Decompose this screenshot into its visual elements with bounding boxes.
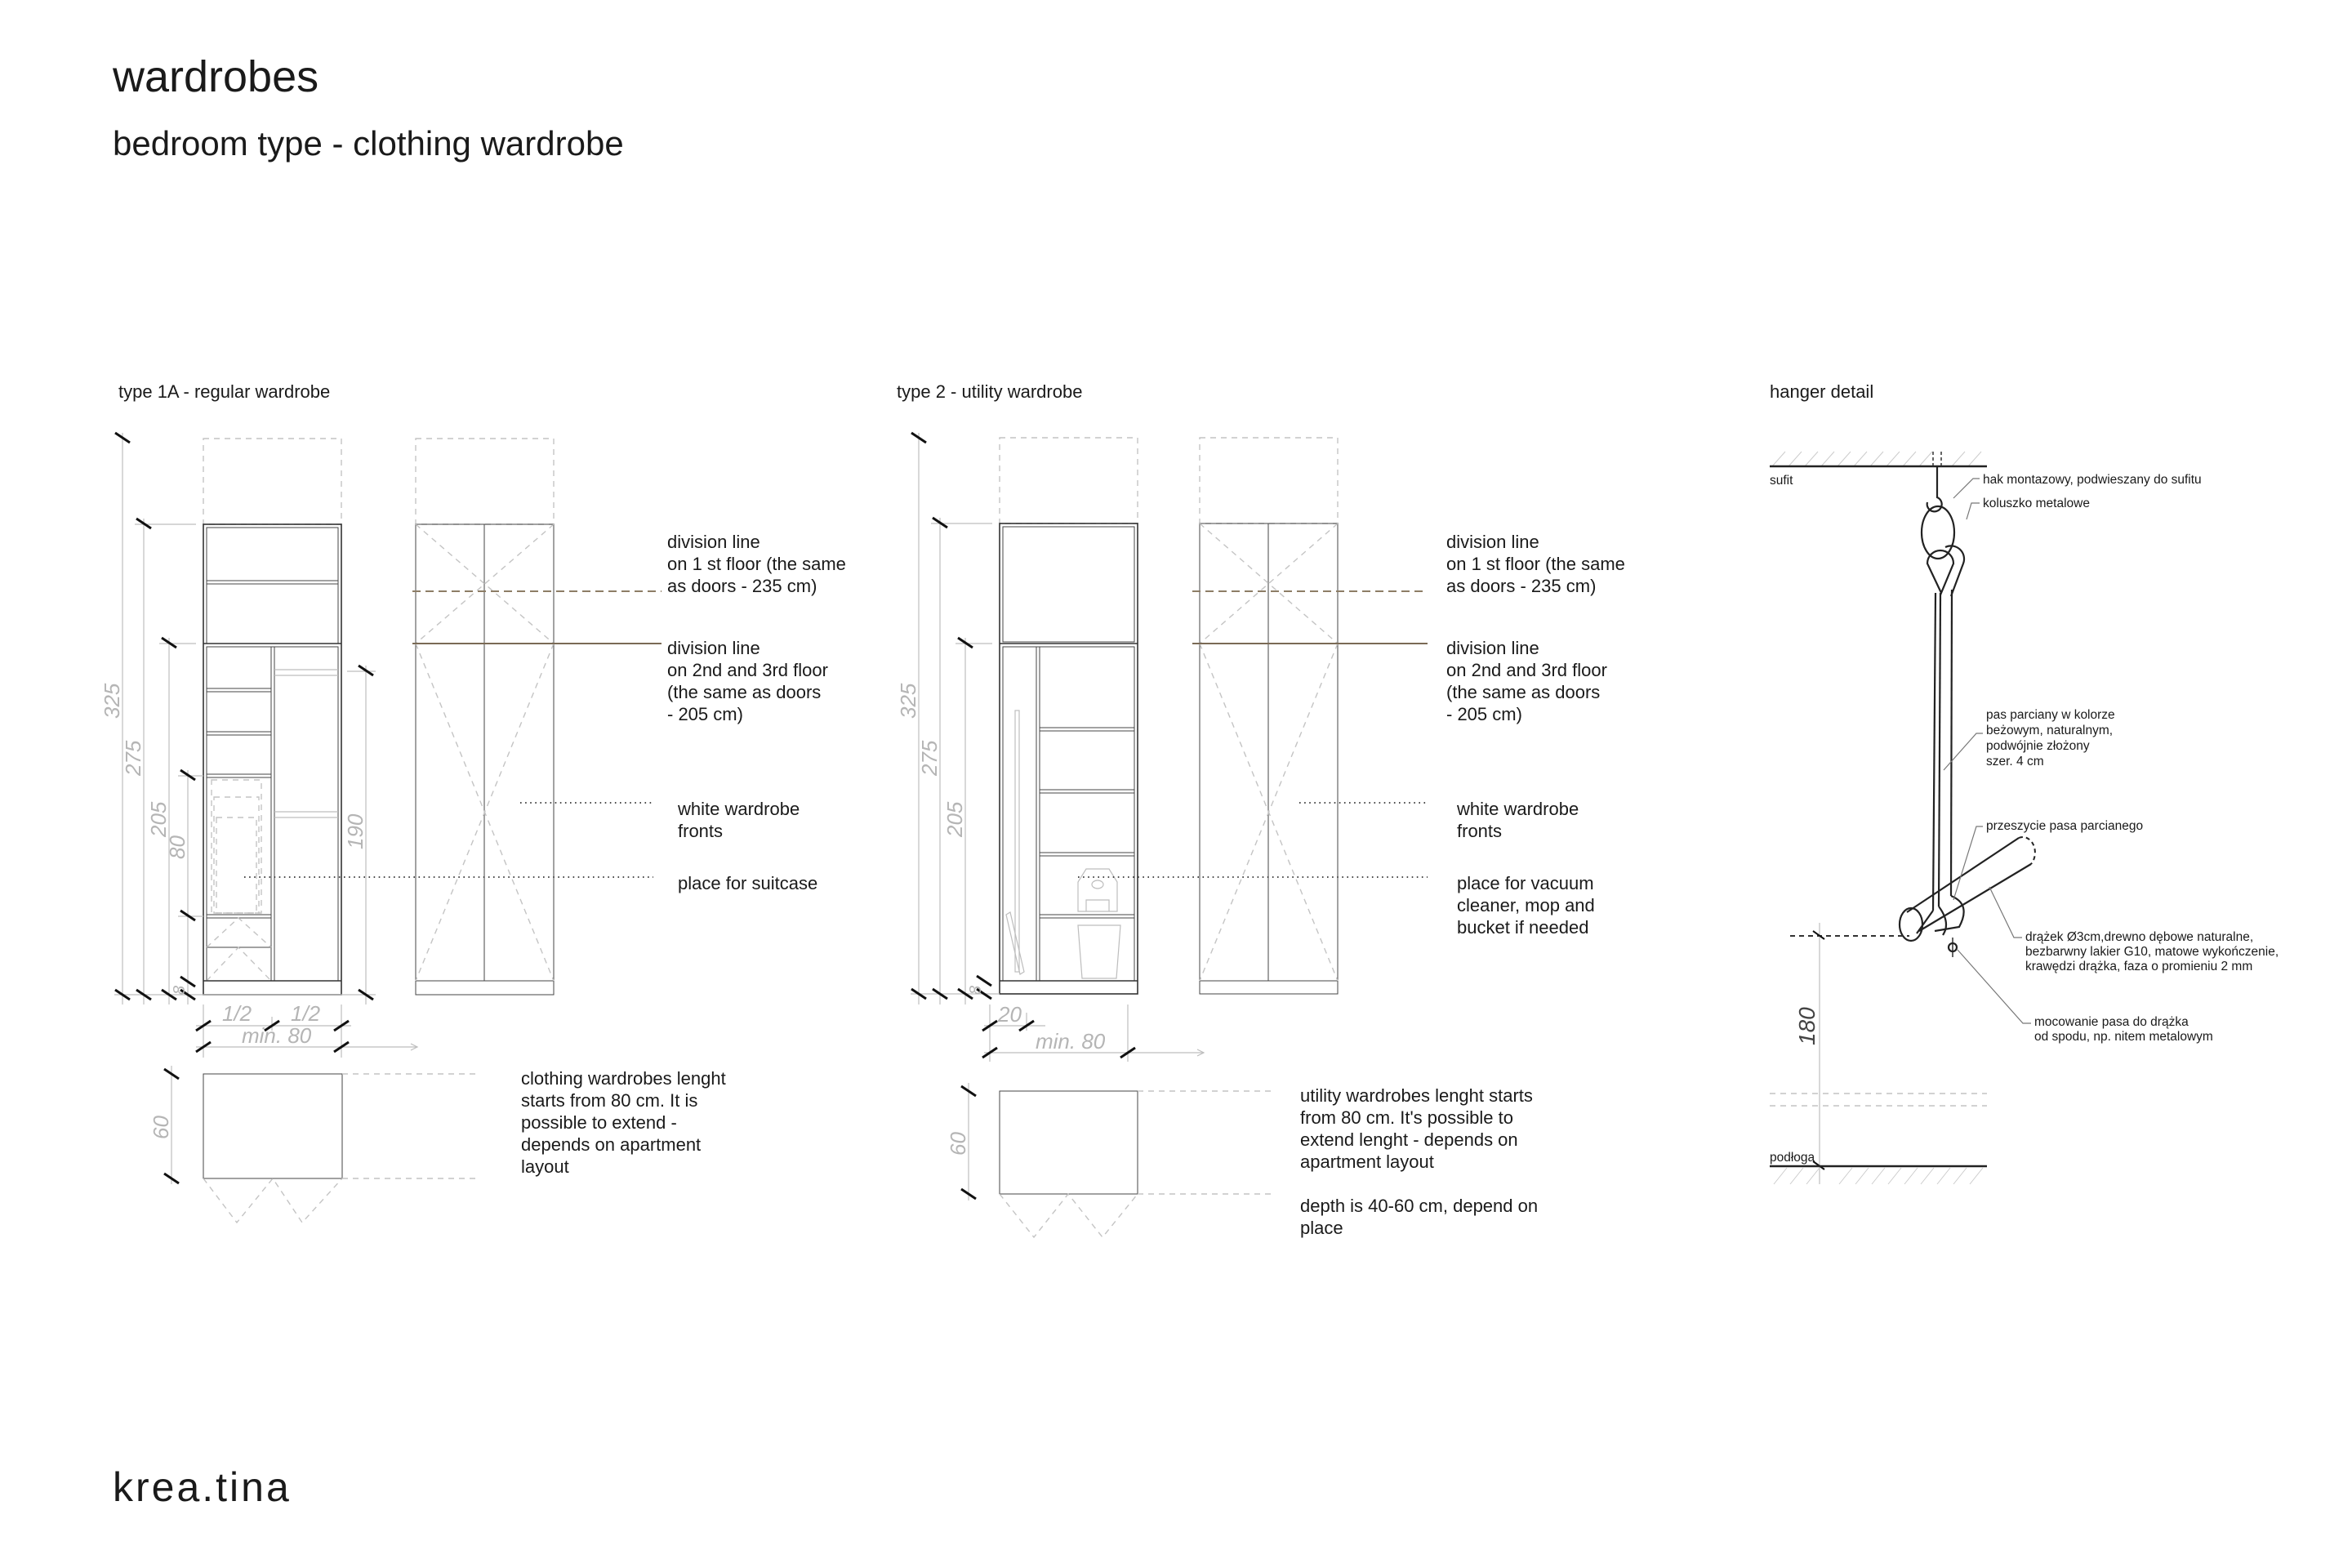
type1-front-elevation	[244, 438, 662, 996]
vacuum-cleaner-icon	[1077, 868, 1118, 912]
wooden-rod-icon	[1898, 835, 2036, 942]
dim-8: 8	[171, 986, 189, 995]
hanger-detail-drawing	[1770, 451, 2036, 1185]
suitcase-outline	[211, 779, 262, 914]
note-fronts: white wardrobe fronts	[1456, 799, 1584, 841]
dim-205: 205	[146, 801, 171, 838]
note-fronts: white wardrobe fronts	[677, 799, 804, 841]
type1-notes: division line on 1 st floor (the same as…	[521, 532, 851, 1177]
note-division-2nd: division line on 2nd and 3rd floor (the …	[1446, 638, 1612, 724]
dim-half-left: 1/2	[222, 1001, 252, 1026]
dim-325: 325	[100, 683, 124, 719]
page-subtitle: bedroom type - clothing wardrobe	[113, 124, 624, 163]
dim-205: 205	[942, 801, 967, 838]
section-label-type1: type 1A - regular wardrobe	[118, 381, 330, 402]
label-rod: drążek Ø3cm,drewno dębowe naturalne, bez…	[2025, 930, 2282, 973]
mounting-hook-icon	[1926, 466, 1943, 513]
dim-8: 8	[967, 986, 985, 995]
dim-min-width: min. 80	[242, 1023, 312, 1048]
page-title: wardrobes	[112, 52, 318, 101]
label-stitch: przeszycie pasa parcianego	[1986, 819, 2143, 833]
dim-hanger-height: 180	[1794, 1007, 1820, 1045]
label-floor: podłoga	[1770, 1151, 1815, 1165]
note-division-2nd: division line on 2nd and 3rd floor (the …	[667, 638, 833, 724]
dim-325: 325	[896, 683, 920, 719]
section-label-hanger: hanger detail	[1770, 381, 1873, 402]
label-hook: hak montazowy, podwieszany do sufitu	[1983, 473, 2202, 487]
type1-plan-view: 60	[149, 1066, 479, 1224]
mop-icon	[1014, 710, 1020, 973]
note-length: utility wardrobes lenght starts from 80 …	[1300, 1085, 1538, 1172]
dim-depth: 60	[946, 1132, 970, 1156]
note-depth: depth is 40-60 cm, depend on place	[1300, 1196, 1543, 1238]
note-division-1st: division line on 1 st floor (the same as…	[1446, 532, 1630, 596]
metal-ring-icon	[1920, 505, 1956, 560]
dim-275: 275	[917, 740, 942, 777]
ceiling-hatch	[1771, 451, 1982, 467]
label-ring: koluszko metalowe	[1983, 497, 2090, 510]
type2-notes: division line on 1 st floor (the same as…	[1300, 532, 1630, 1238]
floor-hatch	[1773, 1167, 1984, 1185]
type2-dimensions: 325 275 205 8 20 min. 80	[896, 431, 1205, 1062]
dim-depth: 60	[149, 1116, 173, 1139]
dim-min-width: min. 80	[1036, 1029, 1106, 1054]
dim-275: 275	[121, 740, 145, 777]
bucket-icon	[1077, 924, 1121, 979]
type2-plan-view: 60	[946, 1083, 1276, 1239]
type1-interior-elevation	[203, 438, 342, 996]
type2-front-elevation	[1078, 437, 1428, 995]
section-label-type2: type 2 - utility wardrobe	[897, 381, 1082, 402]
dim-half-right: 1/2	[291, 1001, 321, 1026]
label-strap: pas parciany w kolorze beżowym, naturaln…	[1986, 708, 2118, 768]
type2-interior-elevation	[999, 437, 1138, 995]
hanger-labels: sufit podłoga 180 hak montazowy, podwies…	[1770, 473, 2282, 1165]
dim-190: 190	[343, 813, 368, 849]
note-suitcase: place for suitcase	[678, 873, 817, 893]
type1-dimensions: 325 275 205 80 190 8 1/2 1/2 min. 80	[100, 431, 419, 1058]
label-fixing: mocowanie pasa do drążka od spodu, np. n…	[2034, 1015, 2213, 1044]
note-division-1st: division line on 1 st floor (the same as…	[667, 532, 851, 596]
note-length: clothing wardrobes lenght starts from 80…	[521, 1068, 731, 1177]
dim-20: 20	[997, 1002, 1022, 1027]
label-ceiling: sufit	[1770, 474, 1793, 488]
dim-80: 80	[165, 835, 189, 859]
note-vacuum: place for vacuum cleaner, mop and bucket…	[1457, 873, 1600, 938]
brand-logo: krea.tina	[113, 1464, 292, 1510]
